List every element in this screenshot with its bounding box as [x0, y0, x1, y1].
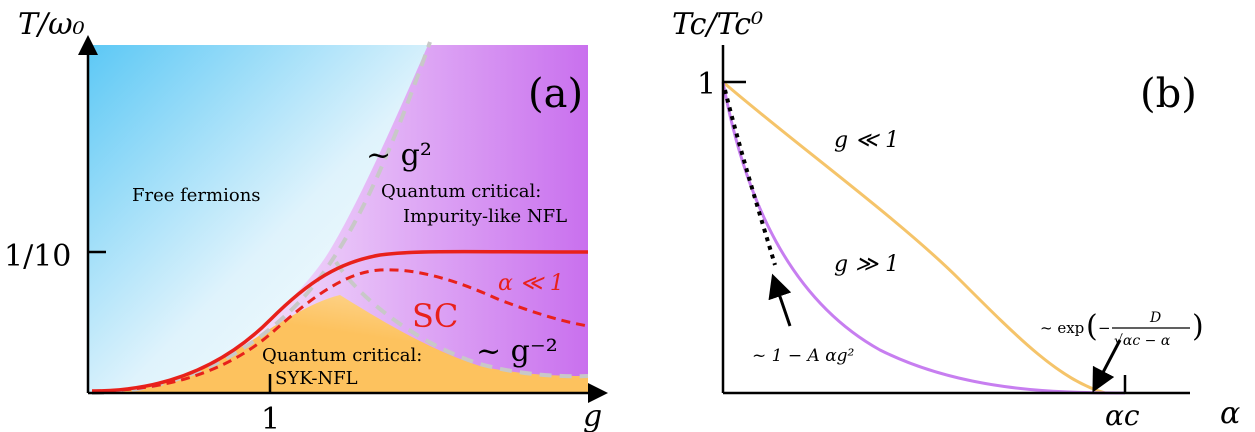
- panel-b-x-axis-label: α: [1220, 396, 1240, 431]
- curve-weak-coupling-label: g ≪ 1: [834, 128, 899, 153]
- crossover-g-minus-two-line: [334, 260, 589, 379]
- crossover-g-squared-line: [91, 41, 432, 395]
- annotation-exp-arrow: [1092, 339, 1122, 393]
- panel-b-y-tick-label: 1: [697, 67, 716, 102]
- panel-b-x-tick-label: αc: [1105, 399, 1140, 432]
- curve-strong-coupling-label: g ≫ 1: [834, 252, 899, 277]
- panel-b: Tc/Tc⁰ α 1 αc (b) g ≪ 1 g ≫ 1 ~ 1 − A αg…: [672, 7, 1240, 432]
- panel-a-tag: (a): [528, 71, 583, 117]
- panel-a-y-tick-label: 1/10: [4, 239, 71, 274]
- annotation-linear-label: ~ 1 − A αg²: [752, 346, 855, 366]
- panel-a-x-tick-label: 1: [261, 402, 280, 432]
- annotation-g-squared: ~ g²: [366, 138, 432, 173]
- panel-a: T/ω₀ g 1/10 1 (a) Free fermions Quantum …: [4, 7, 608, 432]
- region-sc-label: SC: [412, 297, 458, 335]
- annotation-exp-denominator: √αc − α: [1114, 333, 1171, 349]
- annotation-exp-formula: ~ exp ( − D √αc − α ): [1040, 309, 1204, 349]
- annotation-linear-arrow: [768, 273, 792, 327]
- sc-boundary-solid-line: [91, 249, 589, 393]
- panel-b-tag: (b): [1140, 71, 1197, 117]
- annotation-alpha-small: α ≪ 1: [498, 271, 564, 296]
- annotation-exp-numerator: D: [1149, 310, 1161, 326]
- region-free-fermions-fill: [88, 45, 428, 393]
- region-qc-impurity-label-1: Quantum critical:: [381, 181, 541, 202]
- panel-a-y-axis-label: T/ω₀: [18, 7, 85, 42]
- panel-b-y-axis-label: Tc/Tc⁰: [672, 7, 763, 42]
- region-qc-impurity-label-2: Impurity-like NFL: [403, 206, 567, 227]
- annotation-exp-minus: −: [1098, 319, 1111, 337]
- curve-linear-asymptote: [723, 89, 777, 266]
- panel-a-x-axis-label: g: [583, 399, 602, 432]
- annotation-exp-paren-open: (: [1086, 309, 1098, 344]
- annotation-exp-paren-close: ): [1192, 309, 1204, 344]
- sc-boundary-dashed-line: [91, 268, 589, 393]
- region-qc-syk-label-2: SYK-NFL: [275, 368, 358, 389]
- region-qc-syk-label-1: Quantum critical:: [262, 345, 422, 366]
- annotation-exp-prefix: ~ exp: [1040, 319, 1084, 337]
- region-free-fermions-label: Free fermions: [132, 185, 261, 206]
- annotation-g-minus-two: ~ g⁻²: [476, 334, 558, 369]
- curve-weak-coupling: [722, 80, 1106, 395]
